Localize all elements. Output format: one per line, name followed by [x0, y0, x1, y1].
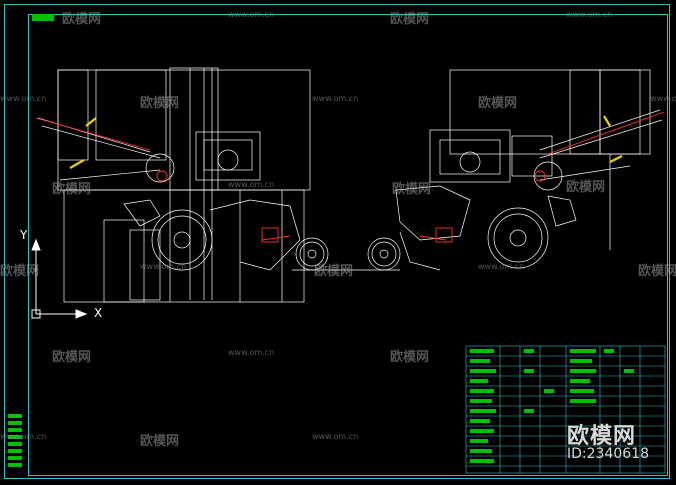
- watermark-url: www.om.cn: [312, 432, 359, 441]
- watermark-brand: 欧模网: [140, 96, 180, 111]
- watermark-url: www.om.cn: [0, 94, 47, 103]
- watermark-url: www.om.cn: [228, 10, 275, 19]
- watermark-brand: 欧模网: [638, 264, 676, 279]
- drawing-outer-border: [4, 4, 670, 479]
- drawing-title-tag: [32, 14, 54, 21]
- drawing-inner-border: [28, 14, 668, 476]
- watermark-brand: 欧模网: [0, 264, 40, 279]
- watermark-brand: 欧模网: [392, 182, 432, 197]
- watermark-brand: 欧模网: [62, 12, 102, 27]
- watermark-brand: 欧模网: [390, 12, 430, 27]
- brand-overlay-id: ID:2340618: [567, 446, 649, 462]
- watermark-url: www.om.cn: [228, 180, 275, 189]
- brand-overlay-name: 欧模网: [567, 424, 637, 449]
- watermark-url: www.om.cn: [312, 94, 359, 103]
- watermark-brand: 欧模网: [390, 350, 430, 365]
- watermark-url: www.om.cn: [140, 262, 187, 271]
- watermark-brand: 欧模网: [478, 96, 518, 111]
- watermark-url: www.om.cn: [650, 94, 676, 103]
- watermark-url: www.om.cn: [566, 10, 613, 19]
- ucs-x-axis-label: X: [94, 306, 103, 320]
- ucs-y-axis-label: Y: [20, 228, 28, 242]
- watermark-brand: 欧模网: [314, 264, 354, 279]
- watermark-url: www.om.cn: [478, 262, 525, 271]
- watermark-brand: 欧模网: [52, 350, 92, 365]
- layer-legend-marks: [8, 414, 22, 470]
- watermark-url: www.om.cn: [0, 432, 47, 441]
- watermark-brand: 欧模网: [140, 434, 180, 449]
- watermark-brand: 欧模网: [566, 180, 606, 195]
- watermark-brand: 欧模网: [52, 182, 92, 197]
- watermark-url: www.om.cn: [228, 348, 275, 357]
